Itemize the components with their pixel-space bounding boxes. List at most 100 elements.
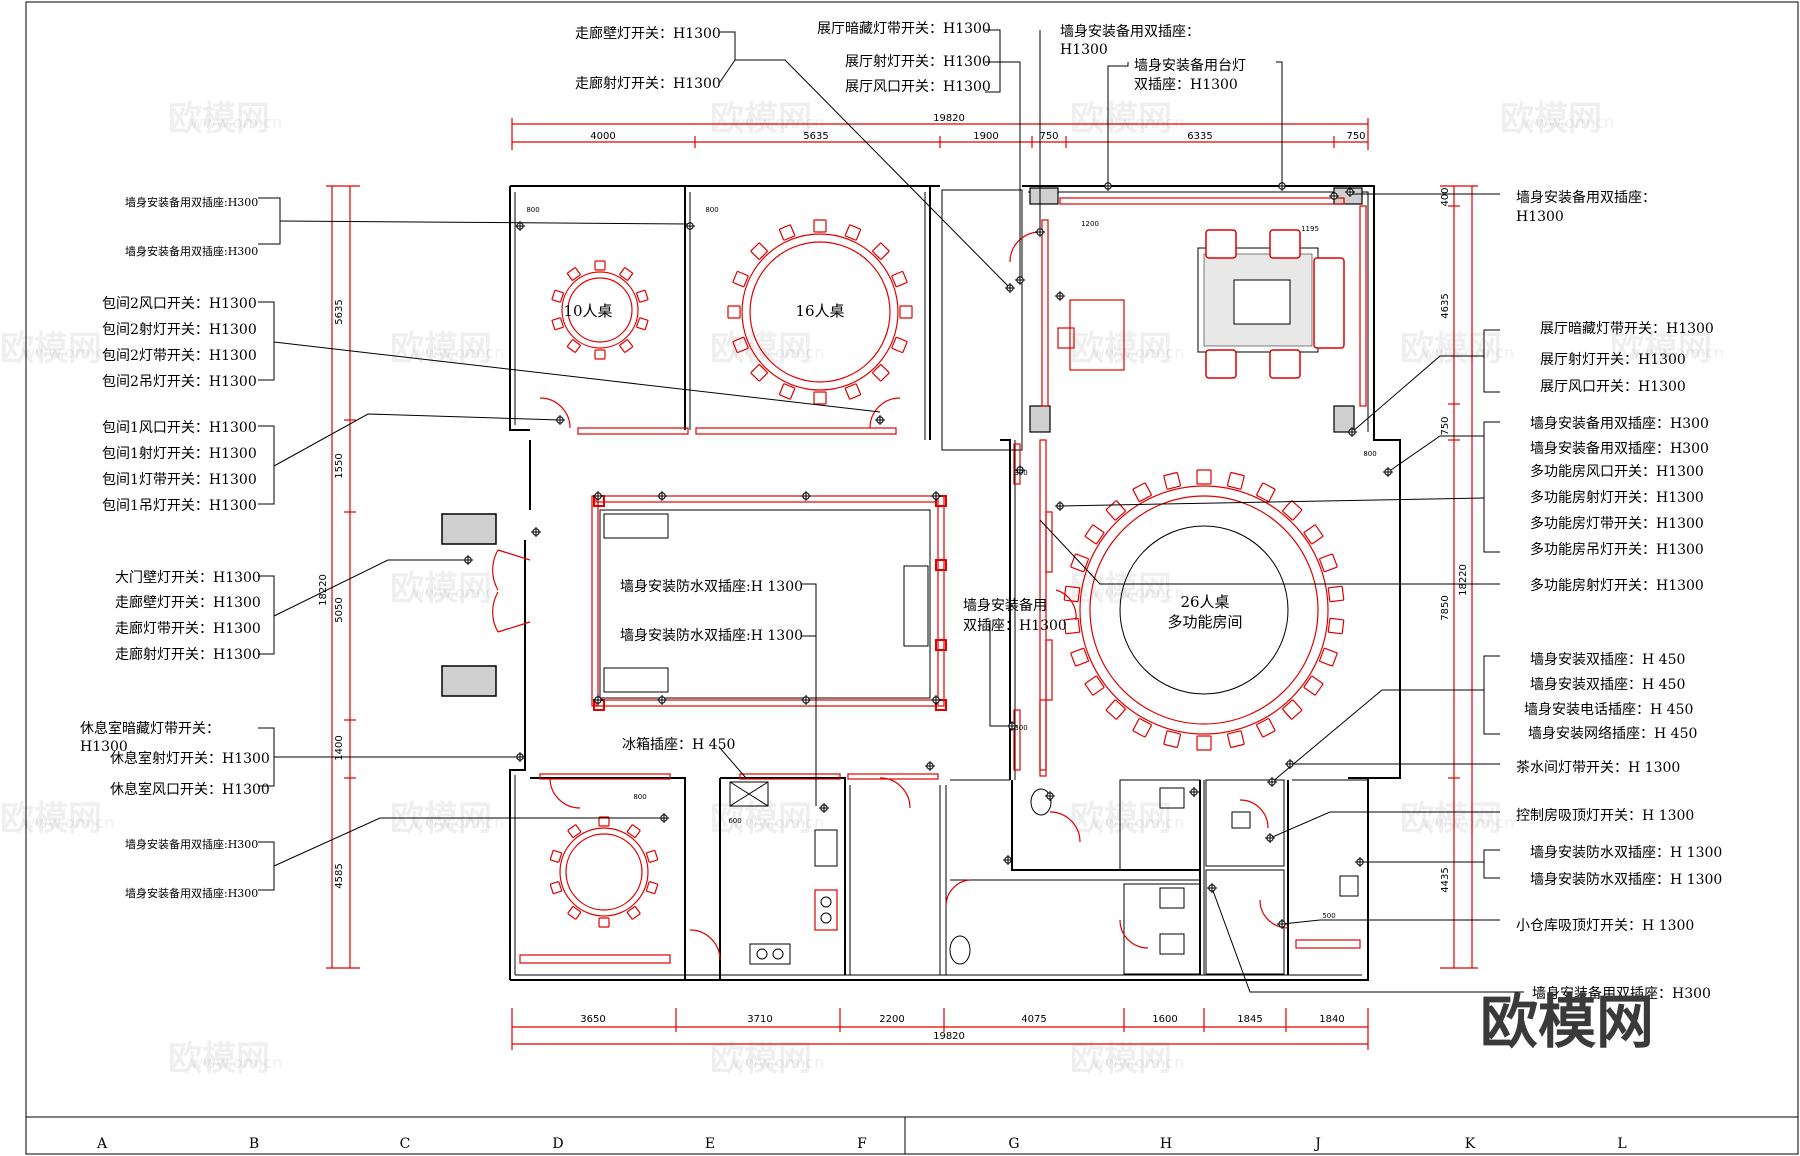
watermark-url: www.om.cn bbox=[1422, 343, 1514, 362]
watermark-url: www.om.cn bbox=[1092, 1053, 1184, 1072]
switch-socket-symbol bbox=[593, 491, 603, 501]
watermark-text: 欧模网 bbox=[168, 1039, 270, 1079]
dimension-label: 4585 bbox=[334, 863, 345, 888]
switch-socket-symbol bbox=[1035, 227, 1045, 237]
dimension-label: 18220 bbox=[1458, 564, 1469, 596]
annotation-label: 包间1灯带开关：H1300 bbox=[102, 472, 257, 488]
annotation-label: 包间1吊灯开关：H1300 bbox=[102, 498, 257, 514]
switch-socket-symbol bbox=[875, 415, 885, 425]
chair bbox=[778, 224, 796, 241]
switch-socket-symbol bbox=[1355, 857, 1365, 867]
switch-socket-symbol bbox=[1207, 883, 1217, 893]
annotation-label: 展厅风口开关：H1300 bbox=[845, 79, 991, 95]
chair bbox=[619, 267, 634, 281]
chair bbox=[813, 391, 827, 405]
annotation-label: 小仓库吸顶灯开关：H 1300 bbox=[1516, 918, 1694, 934]
chair bbox=[1132, 718, 1152, 738]
dimension-lines bbox=[326, 118, 1478, 1050]
chair bbox=[1063, 617, 1081, 635]
chair bbox=[566, 339, 581, 353]
annotation-label: 多功能房灯带开关：H1300 bbox=[1530, 515, 1704, 532]
chair bbox=[899, 305, 913, 319]
annotation-label: 展厅射灯开关：H1300 bbox=[1540, 352, 1686, 368]
switch-socket-symbol bbox=[1003, 855, 1013, 865]
switch-socket-symbol bbox=[685, 221, 695, 231]
chair bbox=[1070, 553, 1089, 573]
chair bbox=[872, 364, 890, 382]
annotation-label: 墙身安装备用双插座： bbox=[1516, 189, 1656, 206]
labels-top: 走廊壁灯开关：H1300走廊射灯开关：H1300展厅暗藏灯带开关：H1300展厅… bbox=[575, 21, 1246, 95]
switch-socket-symbol bbox=[515, 221, 525, 231]
grid-axis-letter: F bbox=[857, 1136, 867, 1152]
chair bbox=[727, 305, 741, 319]
small-dimension-label: 300 bbox=[1014, 724, 1027, 732]
watermark-text: 欧模网 bbox=[168, 99, 270, 139]
chair bbox=[1226, 472, 1245, 490]
annotation-label: 墙身安装防水双插座:H 1300 bbox=[620, 579, 803, 595]
switch-socket-symbol bbox=[1347, 427, 1357, 437]
watermark-text: 欧模网 bbox=[1400, 799, 1502, 839]
chair bbox=[551, 317, 564, 331]
small-dimension-label: 800 bbox=[526, 206, 539, 214]
grid-axis-letter: L bbox=[1617, 1136, 1626, 1152]
walls bbox=[509, 185, 1401, 981]
chair bbox=[598, 816, 610, 827]
chair bbox=[549, 849, 563, 863]
small-dimension-label: 1195 bbox=[1301, 225, 1319, 233]
watermark-text: 欧模网 bbox=[1070, 799, 1172, 839]
dimension-label: 750 bbox=[1346, 131, 1365, 142]
chair bbox=[1327, 617, 1345, 635]
chair bbox=[891, 270, 908, 288]
chair bbox=[872, 242, 890, 260]
switch-socket-symbol bbox=[657, 491, 667, 501]
annotation-label: 包间1射灯开关：H1300 bbox=[102, 446, 257, 462]
switch-socket-symbol bbox=[819, 803, 829, 813]
annotation-label: 包间2射灯开关：H1300 bbox=[102, 322, 257, 338]
chair bbox=[626, 906, 641, 920]
watermark-text: 欧模网 bbox=[0, 799, 102, 839]
annotation-label: 墙身安装备用双插座:H300 bbox=[125, 244, 258, 258]
dimension-label: 1550 bbox=[334, 453, 345, 478]
watermark-text: 欧模网 bbox=[1610, 329, 1712, 369]
watermark-text: 欧模网 bbox=[0, 329, 102, 369]
dimension-label: 3710 bbox=[747, 1014, 772, 1025]
dimension-label: 1400 bbox=[334, 735, 345, 760]
annotation-label: 双插座：H1300 bbox=[1134, 77, 1238, 93]
grid-axis-letter: G bbox=[1008, 1136, 1019, 1152]
dimension-label: 750 bbox=[1440, 416, 1451, 435]
annotation-label: H1300 bbox=[80, 739, 128, 755]
annotation-label: 大门壁灯开关：H1300 bbox=[115, 570, 261, 586]
room-label: 多功能房间 bbox=[1167, 613, 1242, 631]
annotation-label: 多功能房射灯开关：H1300 bbox=[1530, 489, 1704, 506]
chair bbox=[750, 364, 768, 382]
annotation-label: 墙身安装网络插座：H 450 bbox=[1528, 726, 1697, 742]
watermark-url: www.om.cn bbox=[732, 113, 824, 132]
switch-socket-symbol bbox=[1015, 275, 1025, 285]
annotation-label: 走廊射灯开关：H1300 bbox=[115, 646, 261, 663]
chair bbox=[1226, 730, 1245, 748]
switch-socket-symbol bbox=[1045, 791, 1055, 801]
watermark-url: www.om.cn bbox=[22, 343, 114, 362]
annotation-label: 展厅暗藏灯带开关：H1300 bbox=[817, 21, 991, 37]
annotation-label: 休息室暗藏灯带开关： bbox=[80, 720, 220, 737]
room-label: 10人桌 bbox=[563, 302, 612, 320]
chair bbox=[594, 349, 606, 360]
watermark-text: 欧模网 bbox=[710, 1039, 812, 1079]
dimension-label: 7850 bbox=[1440, 595, 1451, 620]
chair bbox=[1163, 730, 1182, 748]
chair bbox=[732, 336, 749, 354]
grid-axis-letter: B bbox=[249, 1136, 259, 1152]
switch-socket-symbol bbox=[931, 491, 941, 501]
chair bbox=[619, 339, 634, 353]
small-dimension-label: 800 bbox=[633, 793, 646, 801]
annotation-label: 走廊射灯开关：H1300 bbox=[575, 75, 721, 92]
watermark-text: 欧模网 bbox=[1500, 99, 1602, 139]
dimension-label: 18220 bbox=[318, 574, 329, 606]
switch-socket-symbol bbox=[1277, 919, 1287, 929]
chair bbox=[1196, 469, 1212, 485]
switch-socket-symbol bbox=[593, 695, 603, 705]
watermark-url: www.om.cn bbox=[22, 813, 114, 832]
